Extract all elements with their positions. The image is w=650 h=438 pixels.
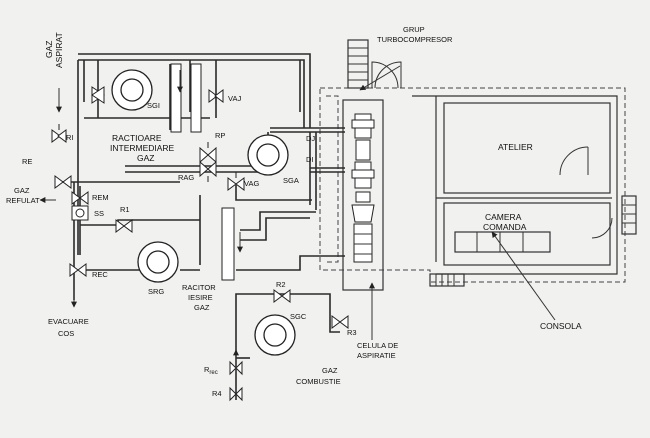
valve-r4[interactable]: [229, 386, 243, 402]
label-vaj: VAJ: [228, 94, 241, 103]
label-camera-2: COMANDA: [483, 222, 527, 232]
exchanger-sgi[interactable]: [111, 69, 153, 111]
exchanger-sgc[interactable]: [254, 314, 296, 356]
label-grup-1: GRUP: [403, 25, 425, 34]
label-r1: R1: [120, 205, 130, 214]
separator-ss[interactable]: [71, 205, 89, 221]
label-dj: DJ: [306, 134, 315, 143]
label-re: RE: [22, 157, 32, 166]
exchanger-srg[interactable]: [137, 241, 179, 283]
valve-ri[interactable]: [51, 124, 67, 143]
label-ractitoare-3: GAZ: [137, 153, 154, 163]
cooler-intermediare[interactable]: [170, 63, 202, 133]
label-sga: SGA: [283, 176, 299, 185]
label-ri: RI: [66, 133, 74, 142]
valve-r3[interactable]: [331, 315, 349, 329]
valve-rag[interactable]: [199, 160, 217, 182]
valve-gaz-aspirat[interactable]: [91, 86, 105, 104]
label-ss: SS: [94, 209, 104, 218]
process-piping: [60, 53, 345, 400]
valve-rec[interactable]: [69, 263, 87, 277]
label-evacuare-2: COS: [58, 329, 74, 338]
label-rec: REC: [92, 270, 108, 279]
label-sgc: SGC: [290, 312, 307, 321]
label-r2: R2: [276, 280, 286, 289]
label-racitor-1: RACITOR: [182, 283, 216, 292]
label-rem: REM: [92, 193, 109, 202]
valve-re[interactable]: [54, 175, 72, 189]
building-outline: [319, 39, 637, 287]
valve-rp[interactable]: [199, 142, 217, 164]
valve-vaj[interactable]: [208, 89, 224, 104]
valve-rem[interactable]: [71, 191, 89, 205]
label-srg: SRG: [148, 287, 164, 296]
flow-arrows: [39, 65, 556, 372]
label-ractitoare-1: RACTIOARE: [112, 133, 162, 143]
label-ractitoare-2: INTERMEDIARE: [110, 143, 175, 153]
valve-vag[interactable]: [227, 172, 245, 191]
label-gaz-combustie-1: GAZ: [322, 366, 338, 375]
valve-rrec[interactable]: [229, 360, 243, 376]
label-sgi: SGI: [147, 101, 160, 110]
label-gaz-combustie-2: COMBUSTIE: [296, 377, 341, 386]
label-r4: R4: [212, 389, 222, 398]
label-rag: RAG: [178, 173, 194, 182]
label-celula-1: CELULA DE: [357, 341, 398, 350]
label-consola: CONSOLA: [540, 321, 582, 331]
label-racitor-3: GAZ: [194, 303, 210, 312]
turbocompressor-unit[interactable]: [342, 99, 384, 291]
label-r3: R3: [347, 328, 357, 337]
label-gaz-refulat-2: REFULAT: [6, 196, 40, 205]
label-atelier: ATELIER: [498, 142, 533, 152]
valve-r1[interactable]: [115, 219, 133, 233]
label-evacuare-1: EVACUARE: [48, 317, 89, 326]
label-celula-2: ASPIRATIE: [357, 351, 396, 360]
label-vag: VAG: [244, 179, 259, 188]
valve-r2[interactable]: [273, 289, 291, 303]
label-rrec: Rrec: [204, 365, 218, 376]
label-gaz-aspirat-2: ASPIRAT: [54, 32, 64, 68]
label-rp: RP: [215, 131, 225, 140]
exchanger-sga[interactable]: [247, 134, 289, 176]
label-gaz-refulat-1: GAZ: [14, 186, 30, 195]
label-camera-1: CAMERA: [485, 212, 522, 222]
cooler-iesire-gaz[interactable]: [221, 207, 235, 281]
label-gaz-aspirat-1: GAZ: [44, 41, 54, 58]
label-racitor-2: IESIRE: [188, 293, 213, 302]
label-grup-2: TURBOCOMPRESOR: [377, 35, 453, 44]
label-di: DI: [306, 155, 314, 164]
